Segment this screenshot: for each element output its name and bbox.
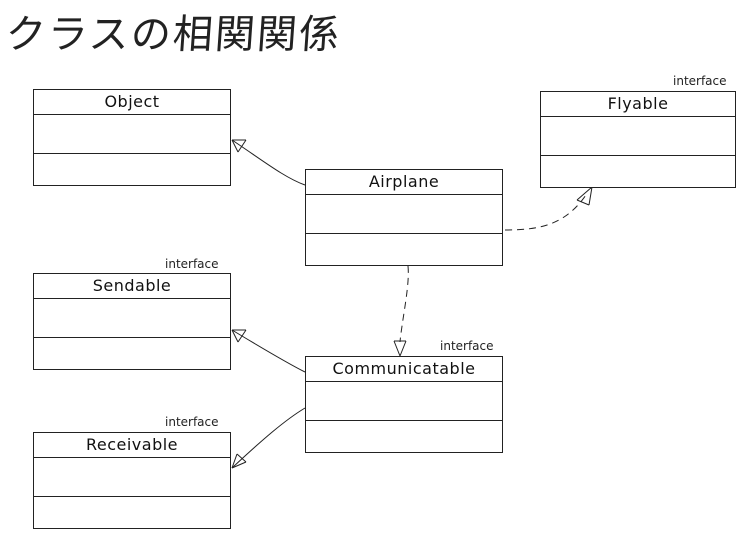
airplane-to-flyable-arrowhead <box>576 186 593 206</box>
class-object: Object <box>33 89 231 186</box>
receivable-stereotype: interface <box>165 415 219 429</box>
class-sendable-name: Sendable <box>92 276 172 295</box>
class-airplane-attributes <box>306 194 502 233</box>
class-airplane-name: Airplane <box>368 172 440 191</box>
airplane-to-object-line <box>231 139 306 186</box>
class-flyable-name: Flyable <box>607 94 669 113</box>
communicatable-to-receivable-arrowhead <box>231 453 247 469</box>
class-airplane: Airplane <box>305 169 503 266</box>
airplane-to-communicatable-line <box>399 265 409 343</box>
class-receivable-methods <box>34 496 230 527</box>
class-object-attributes <box>34 114 230 153</box>
communicatable-to-sendable-line <box>231 329 306 373</box>
class-receivable-attributes <box>34 457 230 496</box>
flyable-stereotype: interface <box>673 74 727 88</box>
class-object-methods <box>34 153 230 184</box>
class-receivable-name: Receivable <box>85 435 179 454</box>
class-sendable-attributes <box>34 298 230 337</box>
class-receivable: Receivable <box>33 432 231 529</box>
class-object-name: Object <box>104 92 160 111</box>
class-communicatable-name: Communicatable <box>332 359 476 378</box>
class-flyable-methods <box>541 155 735 186</box>
class-communicatable: Communicatable <box>305 356 503 453</box>
communicatable-stereotype: interface <box>440 339 494 353</box>
airplane-to-flyable-line <box>504 194 587 231</box>
airplane-to-object-arrowhead <box>231 139 247 153</box>
communicatable-to-receivable-line <box>231 407 306 469</box>
sendable-stereotype: interface <box>165 257 219 271</box>
airplane-to-communicatable-arrowhead <box>393 340 407 357</box>
class-sendable: Sendable <box>33 273 231 370</box>
class-flyable-attributes <box>541 116 735 155</box>
class-communicatable-methods <box>306 420 502 451</box>
class-communicatable-attributes <box>306 381 502 420</box>
class-airplane-methods <box>306 233 502 264</box>
communicatable-to-sendable-arrowhead <box>231 329 247 343</box>
class-flyable: Flyable <box>540 91 736 188</box>
class-sendable-methods <box>34 337 230 368</box>
